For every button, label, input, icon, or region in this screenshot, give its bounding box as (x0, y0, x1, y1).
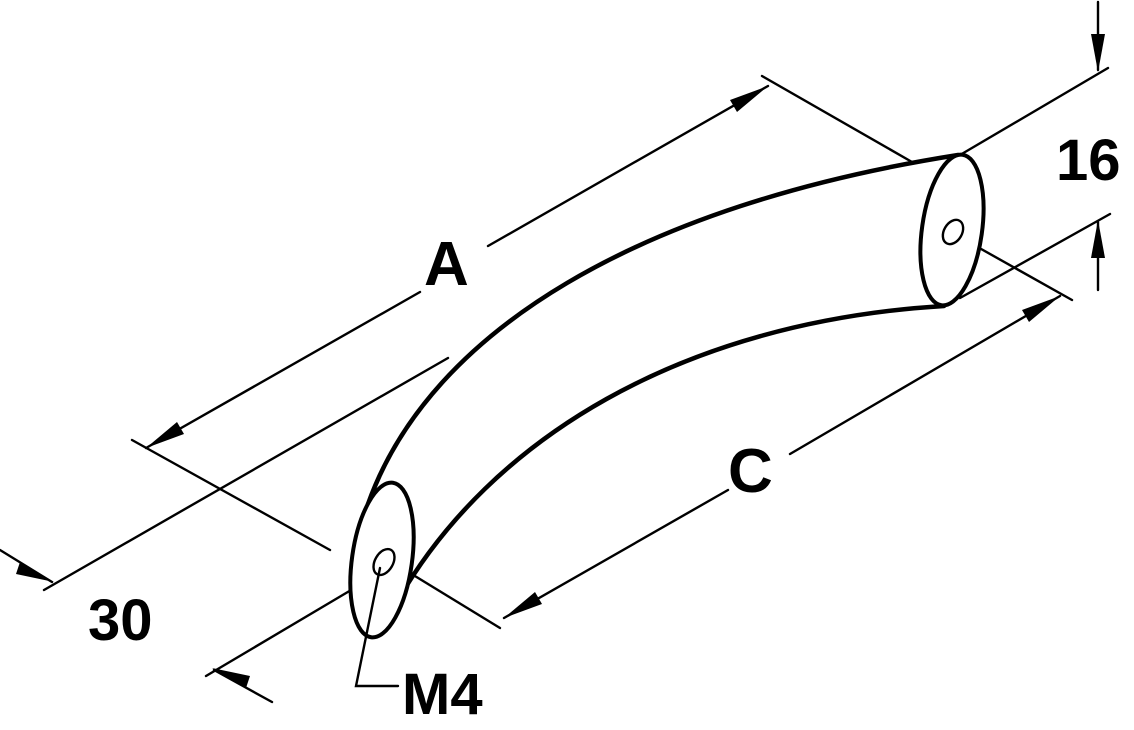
dimension-label-a: A (424, 230, 469, 299)
extension-line-30-bottom (204, 578, 370, 678)
arrowhead-16-top (1091, 34, 1105, 72)
dimension-line-a-lower (144, 290, 422, 450)
dimension-label-c: C (728, 437, 773, 506)
dimension-label-16: 16 (1056, 128, 1121, 193)
dimension-16 (1091, 0, 1105, 292)
handle-body (348, 152, 986, 640)
dimension-label-30: 30 (88, 588, 153, 653)
arrowhead-c-right (1022, 296, 1060, 322)
handle-top-edge (365, 152, 961, 507)
arrowhead-16-bottom (1091, 220, 1105, 258)
dimension-line-c-upper (788, 294, 1062, 456)
arrowhead-c-left (504, 592, 542, 618)
dimension-line-c-lower (502, 488, 730, 620)
dimension-c (502, 294, 1062, 620)
extension-line-a-left (130, 438, 332, 552)
extension-line-16-bottom (958, 212, 1112, 300)
extension-line-a-right (760, 74, 914, 164)
arrowhead-30-bottom (212, 668, 250, 688)
thread-hole-right (941, 218, 965, 246)
extension-line-16-top (958, 66, 1110, 157)
thread-leader-line (354, 566, 400, 688)
arrowhead-30-top (16, 562, 54, 582)
extension-line-30-top (42, 356, 450, 592)
handle-bottom-edge (395, 303, 947, 603)
thread-label-m4: M4 (402, 662, 483, 727)
arrowhead-a-left (146, 422, 184, 448)
dimension-line-a-upper (486, 84, 770, 248)
dimension-30 (0, 548, 274, 704)
dimension-a (144, 84, 770, 450)
arrowhead-a-right (730, 86, 768, 112)
